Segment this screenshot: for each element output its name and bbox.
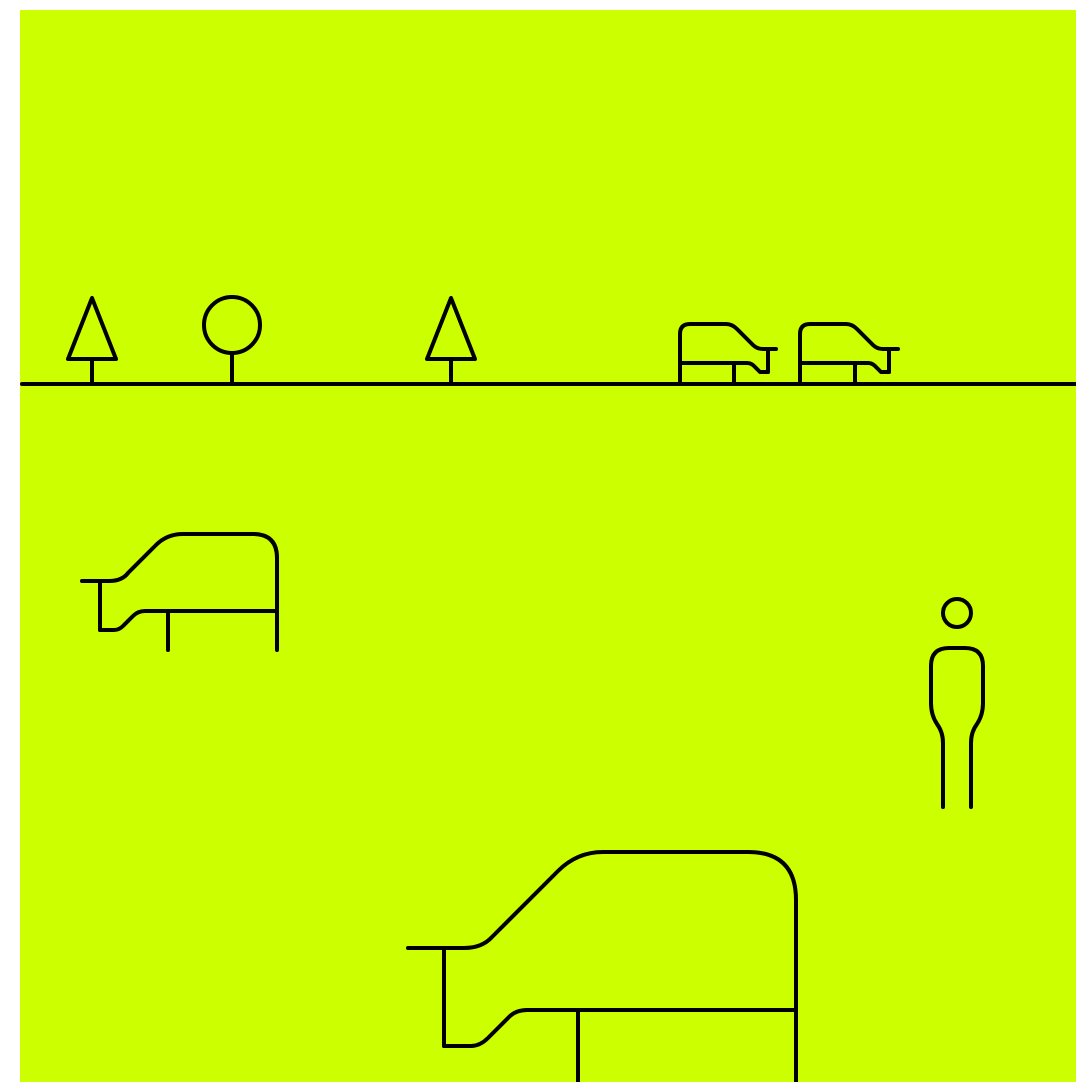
background-fill <box>20 10 1076 1082</box>
illustration-svg <box>20 10 1076 1082</box>
illustration-canvas <box>20 10 1076 1082</box>
